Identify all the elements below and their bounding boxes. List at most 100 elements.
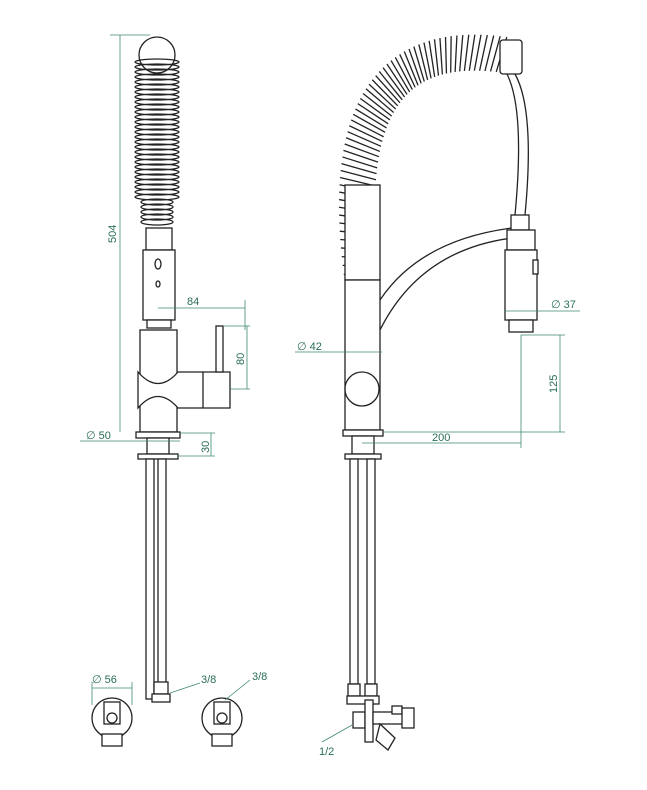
coil-turn [368,83,397,110]
spray-head-top [506,229,536,251]
coil-turn [463,34,470,72]
dim-base-diameter: ∅ 50 [86,430,111,442]
coil-turn [342,156,378,169]
coil-turn [382,67,406,98]
coil-turn [134,83,180,91]
coil-turn [134,78,180,86]
coil-turn [484,35,495,72]
coil-turn [473,34,482,71]
coil-turn [134,158,180,166]
coil-turn [134,133,180,141]
base-plate [135,431,181,439]
dim-lever-height: 80 [235,353,247,365]
fixing-plate [344,453,382,460]
coil-turn [371,79,399,107]
coil-turn [359,97,391,121]
coil-turn [134,118,180,126]
coil-turn [134,58,180,66]
head-button [155,280,161,288]
coil-turn [365,88,395,113]
valve-flange [364,699,374,743]
coil-turn [394,57,413,90]
spout [379,227,513,301]
hose-guide [499,39,523,75]
coil-turn [454,35,458,72]
hose-nut [151,693,171,703]
coil-turn [349,125,383,143]
base-plate [342,429,384,437]
coil-turn [433,39,440,76]
dim-hose-thread-1: 3/8 [201,674,216,686]
coil-turn [344,143,380,158]
coil-turn [428,40,436,78]
coil-turn [134,103,180,111]
dim-head-height: 125 [548,375,560,393]
coil-turn [134,113,180,121]
valve-inlet [352,711,366,729]
shank [351,435,375,455]
supply-hose [157,458,167,700]
coil-turn [134,138,180,146]
dim-lever-reach: 84 [187,296,199,308]
coil-turn [399,54,416,88]
spring-coil-front [134,36,180,226]
coil-turn [134,73,180,81]
coil-turn [140,203,174,211]
coil-turn [134,183,180,191]
head-nozzle [508,319,534,333]
mixer-body [137,370,231,410]
dim-spout-reach: 200 [432,432,450,444]
coil-turn [134,93,180,101]
coil-turn [134,88,180,96]
supply-hose [145,458,155,700]
valve-handle [101,733,123,747]
coil-turn [134,193,180,201]
hose-connector [510,214,530,231]
dim-hose-thread-2: 3/8 [252,671,267,683]
angle-valves-top: ∅ 56 3/8 3/8 [91,671,267,747]
coil-turn [375,75,401,104]
valve-outlet [401,707,415,729]
coil-turn [134,128,180,136]
hose-nut [153,681,169,695]
spray-head [142,249,176,321]
coil-turn [140,218,174,226]
coil-turn [478,34,488,71]
coil-turn [418,44,429,81]
coil-turn [134,148,180,156]
valve-handle [211,733,233,747]
spray-head [504,249,538,321]
coil-turn [347,131,382,147]
valve-nut [346,695,380,705]
shank [146,437,170,455]
coil-turn [134,63,180,71]
coil-turn [489,36,501,72]
coil-top [138,36,176,74]
dim-valve-diameter: ∅ 56 [92,674,117,686]
dim-valve-thread: 1/2 [319,746,334,758]
riser [344,184,381,281]
coil-turn [352,113,386,133]
hose-connector [145,227,173,251]
coil-turn [134,98,180,106]
coil-turn [134,188,180,196]
coil-turn [468,34,476,71]
coil-turn [140,198,174,206]
coil-turn [341,163,377,175]
dim-body-diameter: ∅ 42 [297,341,322,353]
coil-turn [134,163,180,171]
coil-turn [140,208,174,216]
coil-turn [134,143,180,151]
coil-turn [350,119,384,138]
coil-turn [134,108,180,116]
lever [215,325,224,373]
dim-head-diameter: ∅ 37 [551,299,576,311]
front-view: 504 84 80 ∅ 50 30 [80,34,250,703]
head-nozzle [146,319,172,329]
coil-turn [134,168,180,176]
coil-turn [403,51,419,86]
coil-turn [134,153,180,161]
valve-handle [375,722,396,751]
lever-knob [344,371,380,407]
